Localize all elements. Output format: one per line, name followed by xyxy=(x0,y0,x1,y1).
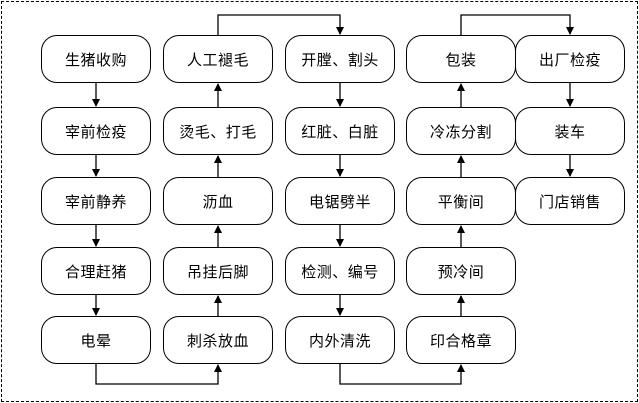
step-open-belly-cut-head: 开膛、割头 xyxy=(285,35,395,83)
step-saw-split: 电锯劈半 xyxy=(285,177,395,225)
step-wash: 内外清洗 xyxy=(285,316,395,364)
step-store-sales: 门店销售 xyxy=(515,177,625,225)
step-inspect-number: 检测、编号 xyxy=(285,247,395,295)
arrow-wash-to-stamp xyxy=(339,364,465,385)
step-chill-cutting: 冷冻分割 xyxy=(406,107,516,155)
step-scald-dehair: 烫毛、打毛 xyxy=(163,107,273,155)
step-red-white-offal: 红脏、白脏 xyxy=(285,107,395,155)
step-pre-slaughter-quarantine: 宰前检疫 xyxy=(41,107,151,155)
step-reasonable-driving: 合理赶猪 xyxy=(41,247,151,295)
step-loading: 装车 xyxy=(515,107,625,155)
step-stick-bleeding: 刺杀放血 xyxy=(163,316,273,364)
arrow-dehair-to-open xyxy=(217,14,344,35)
step-electric-stunning: 电晕 xyxy=(41,316,151,364)
step-packaging: 包装 xyxy=(406,35,516,83)
step-pre-cooling-room: 预冷间 xyxy=(406,247,516,295)
step-live-pig-purchase: 生猪收购 xyxy=(41,35,151,83)
arrow-stunning-to-bleeding xyxy=(95,364,222,385)
step-balance-room: 平衡间 xyxy=(406,177,516,225)
step-pre-slaughter-rest: 宰前静养 xyxy=(41,177,151,225)
arrow-packaging-to-exit-quarantine xyxy=(460,14,574,35)
step-drain-blood: 沥血 xyxy=(163,177,273,225)
step-manual-dehair: 人工褪毛 xyxy=(163,35,273,83)
step-stamp-approval: 印合格章 xyxy=(406,316,516,364)
step-hang-hind-legs: 吊挂后脚 xyxy=(163,247,273,295)
step-exit-quarantine: 出厂检疫 xyxy=(515,35,625,83)
